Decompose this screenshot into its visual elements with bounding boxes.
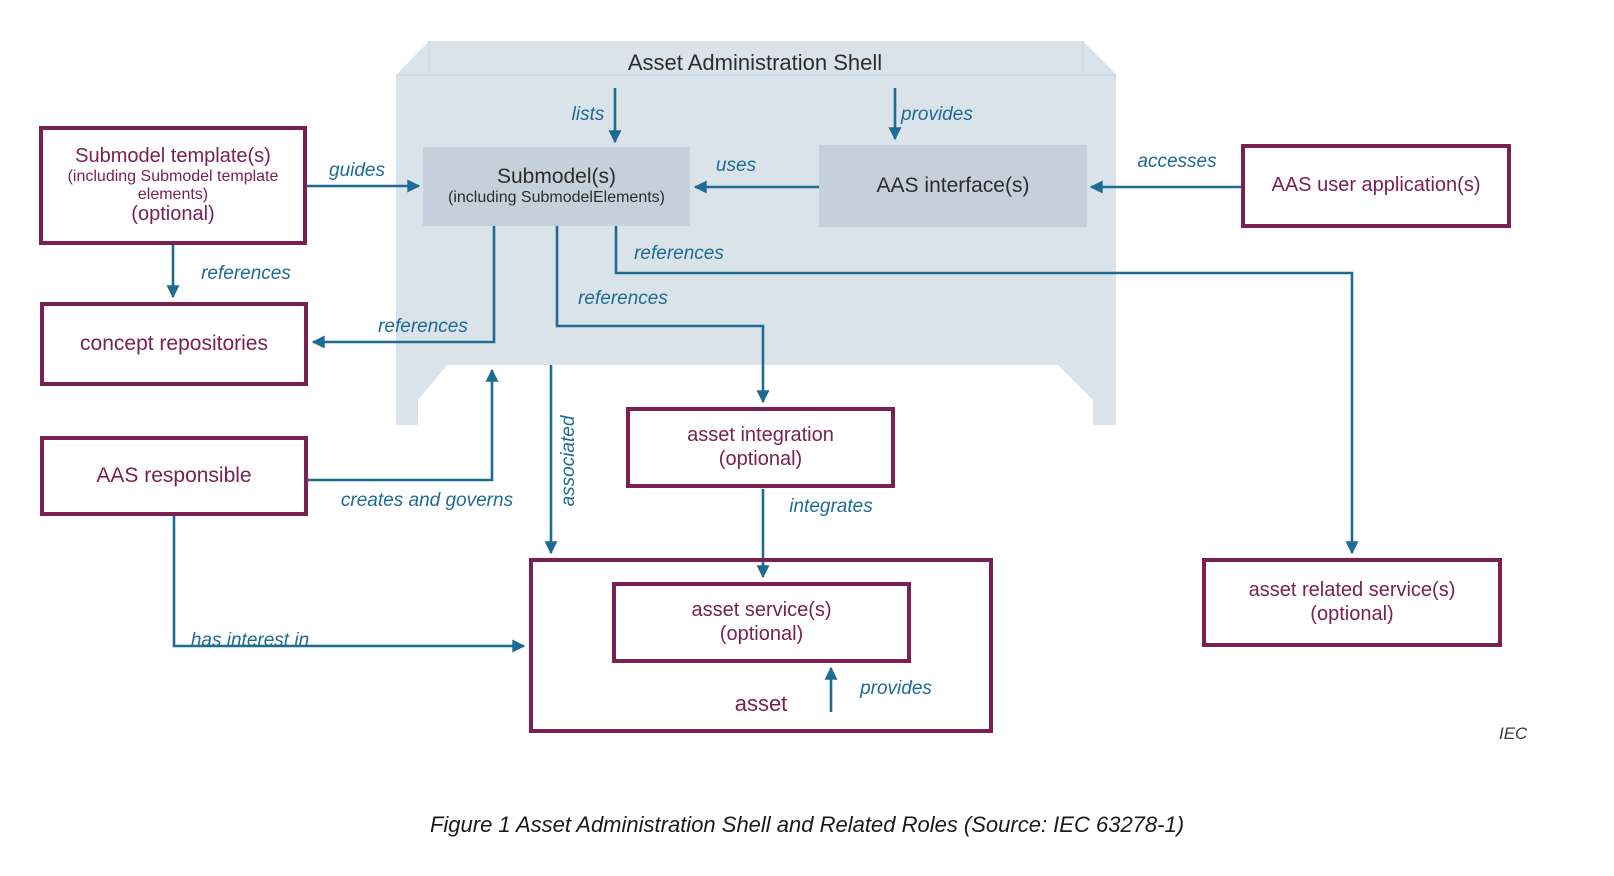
node-submodel-templates-line4: (optional) <box>131 203 215 226</box>
node-submodel-templates-line2: (including Submodel template <box>67 167 279 185</box>
node-aas-interfaces: AAS interface(s) <box>819 145 1087 227</box>
node-submodel-templates-line3: elements) <box>137 185 209 203</box>
node-aas-interfaces-label: AAS interface(s) <box>876 173 1030 197</box>
node-aas-user-applications-label: AAS user application(s) <box>1271 174 1481 197</box>
arrow-has-interest-in <box>172 516 526 653</box>
node-asset-services-line1: asset service(s) <box>691 598 832 621</box>
node-concept-repositories: concept repositories <box>40 302 308 386</box>
node-submodel-templates: Submodel template(s) (including Submodel… <box>39 126 307 245</box>
aas-shell-background-shape <box>396 41 1116 425</box>
edge-label-creates-and-governs: creates and governs <box>340 490 514 511</box>
edge-label-provides-top: provides <box>901 104 973 125</box>
edge-label-references-long: references <box>634 243 724 264</box>
arrow-references-mid <box>555 226 770 404</box>
node-submodels-sublabel: (including SubmodelElements) <box>448 189 665 207</box>
node-asset-integration: asset integration (optional) <box>626 407 895 488</box>
edge-label-associated: associated <box>558 415 579 507</box>
diagram-title: Asset Administration Shell <box>627 50 883 75</box>
arrow-references-left <box>311 226 496 349</box>
edge-label-has-interest-in: has interest in <box>190 630 310 651</box>
node-asset-related-services-line2: (optional) <box>1310 602 1394 625</box>
edge-label-references-mid: references <box>578 288 668 309</box>
edge-label-references-left: references <box>378 316 468 337</box>
arrow-references-long <box>614 226 1359 555</box>
edge-label-integrates: integrates <box>789 496 873 517</box>
node-aas-responsible-label: AAS responsible <box>96 463 252 487</box>
figure-caption: Figure 1 Asset Administration Shell and … <box>429 812 1185 837</box>
node-asset-integration-line1: asset integration <box>687 423 834 446</box>
node-submodels: Submodel(s) (including SubmodelElements) <box>423 147 690 226</box>
node-submodels-label: Submodel(s) <box>496 164 617 188</box>
edge-label-provides-bottom: provides <box>860 678 932 699</box>
node-aas-responsible: AAS responsible <box>40 436 308 516</box>
node-asset-related-services-line1: asset related service(s) <box>1248 578 1456 601</box>
node-asset-services-line2: (optional) <box>719 622 804 645</box>
node-asset-related-services: asset related service(s) (optional) <box>1202 558 1502 647</box>
node-asset-label: asset <box>734 691 788 716</box>
edge-label-uses: uses <box>715 155 757 176</box>
edge-label-accesses: accesses <box>1137 151 1217 172</box>
edge-label-lists: lists <box>571 104 605 125</box>
node-submodel-templates-line1: Submodel template(s) <box>75 145 271 168</box>
iec-credit: IEC <box>1499 724 1528 743</box>
node-asset-integration-line2: (optional) <box>718 447 803 470</box>
node-asset-services: asset service(s) (optional) <box>612 582 911 663</box>
arrow-creates-and-governs <box>308 368 499 482</box>
edge-label-guides: guides <box>329 160 385 181</box>
node-asset: asset <box>529 558 993 733</box>
edge-label-references-template: references <box>201 263 291 284</box>
node-aas-user-applications: AAS user application(s) <box>1241 144 1511 228</box>
node-concept-repositories-label: concept repositories <box>80 331 268 355</box>
